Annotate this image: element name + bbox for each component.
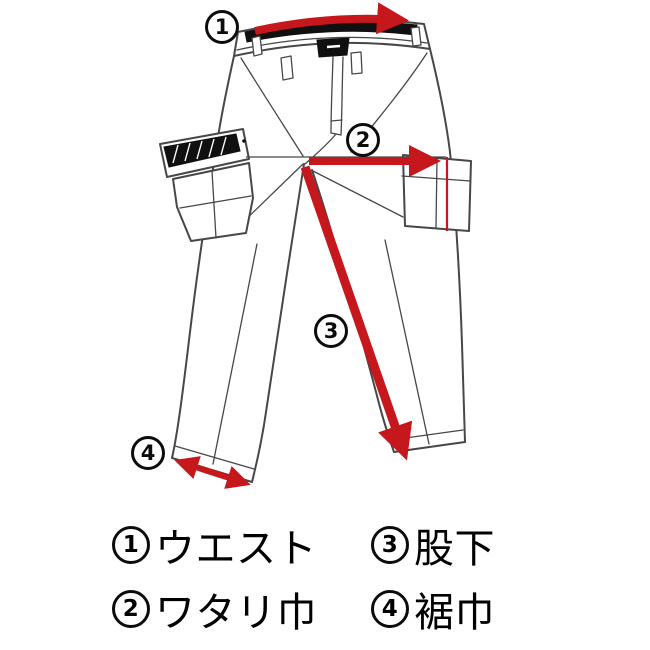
marker-digit: 2: [355, 128, 371, 152]
marker-4-hem-width: 4: [131, 436, 165, 470]
marker-3-inseam: 3: [314, 314, 348, 348]
marker-digit: 1: [214, 15, 230, 39]
legend-item-inseam: 3 股下: [371, 516, 495, 574]
legend-label: 裾巾: [414, 591, 495, 635]
legend-item-thigh-width: 2 ワタリ巾: [112, 580, 317, 638]
marker-2-thigh-width: 2: [346, 123, 380, 157]
legend-number: 3: [371, 526, 409, 564]
legend-item-waist: 1 ウエスト: [112, 516, 317, 574]
legend-label: ウエスト: [155, 527, 317, 571]
belt-loop: [280, 55, 294, 81]
legend-label: 股下: [414, 527, 495, 571]
marker-digit: 3: [323, 319, 339, 343]
legend-number: 4: [371, 590, 409, 628]
waist-arrow: [254, 2, 409, 35]
pants-outline: [171, 18, 466, 483]
measurement-arrows: [174, 2, 449, 489]
marker-1-waist: 1: [205, 10, 239, 44]
legend-label: ワタリ巾: [155, 591, 317, 635]
inseam-arrow: [300, 165, 413, 461]
legend-item-hem-width: 4 裾巾: [371, 580, 495, 638]
flap-stripes: [172, 136, 227, 164]
belt-loop: [350, 51, 363, 75]
legend-number: 2: [112, 590, 150, 628]
legend-number: 1: [112, 526, 150, 564]
marker-digit: 4: [140, 441, 156, 465]
measurement-legend: 1 ウエスト 3 股下 2 ワタリ巾 4 裾巾: [112, 516, 495, 638]
hem-width-arrow: [174, 456, 251, 489]
